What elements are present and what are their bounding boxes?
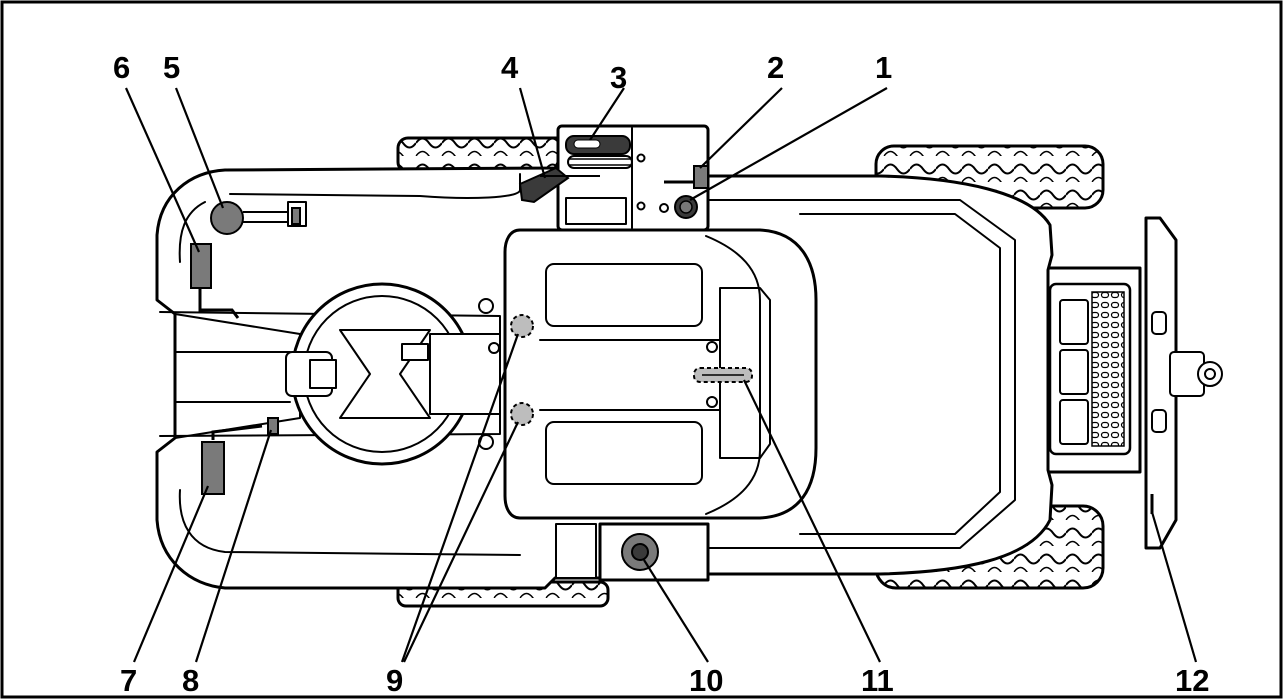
callout-12: 12 [1175,663,1209,698]
ignition-switch-icon [675,196,697,218]
callout-5: 5 [163,50,180,85]
callout-7: 7 [120,663,137,698]
seat [505,230,816,518]
front-bumper [1146,218,1222,548]
callout-1: 1 [875,50,892,85]
fuel-cap-icon [556,524,708,580]
callout-9: 9 [386,663,403,698]
callout-3: 3 [610,60,627,95]
seat-adjuster-icon [694,368,752,382]
callout-4: 4 [501,50,519,85]
callout-10: 10 [689,663,723,698]
callout-2: 2 [767,50,784,85]
engine-hood [1044,268,1140,472]
cutting-height-lever-icon [566,136,632,168]
callout-11: 11 [861,663,894,698]
callout-6: 6 [113,50,130,85]
callout-8: 8 [182,663,199,698]
